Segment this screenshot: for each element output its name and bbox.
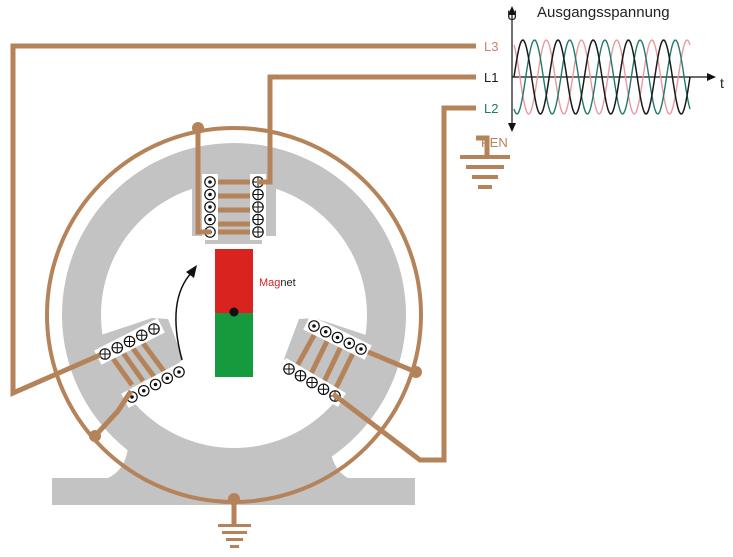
conductor-cross-icon: [283, 363, 295, 375]
conductor-cross-icon: [135, 329, 148, 342]
wire-pen: [476, 135, 490, 158]
conductor-dot-icon: [343, 337, 356, 350]
conductor-dot-icon: [137, 384, 150, 397]
conductor-dot-icon: [331, 331, 344, 344]
graph-y-label: U: [507, 7, 517, 23]
conductor-dot-icon: [204, 213, 216, 226]
rotor-axis: [229, 307, 239, 317]
conductor-strip-out: [303, 315, 372, 360]
wire-left-neutral: [93, 389, 134, 438]
conductor-strip-in: [94, 318, 165, 365]
conductor-strip-in: [278, 358, 346, 407]
conductor-dot-icon: [149, 378, 162, 391]
waveform-l1: [513, 39, 691, 115]
wire-l1: [257, 74, 476, 185]
wire-top-neutral: [195, 128, 211, 235]
conductor-cross-icon: [252, 213, 264, 226]
pen-ground-icon: [460, 155, 510, 189]
conductor-dot-icon: [319, 325, 332, 338]
conductor-cross-icon: [252, 226, 264, 238]
magnet-north-pole: [215, 249, 253, 313]
conductor-cross-icon: [252, 201, 264, 213]
wire-right-neutral: [367, 349, 417, 375]
conductor-cross-icon: [123, 335, 136, 348]
conductor-cross-icon: [317, 383, 330, 396]
conductor-cross-icon: [306, 376, 318, 389]
conductor-dot-icon: [308, 320, 320, 332]
rotation-arrow-icon: [175, 265, 197, 361]
conductor-cross-icon: [294, 369, 307, 382]
conductor-symbols: [94, 174, 372, 408]
conductor-dot-icon: [355, 343, 367, 355]
junction-nodes: [89, 122, 422, 505]
waveform-l2: [513, 39, 691, 115]
graph-title: Ausgangsspannung: [537, 4, 670, 21]
conductor-cross-icon: [148, 323, 160, 335]
graph-x-label: t: [720, 75, 724, 91]
label-pen: PEN: [481, 135, 508, 150]
conductor-dot-icon: [204, 188, 216, 201]
voltage-graph: U Ausgangsspannung t: [507, 4, 724, 132]
wire-l3: [10, 43, 476, 397]
coil-top: [214, 179, 257, 235]
label-l2: L2: [484, 101, 498, 116]
magnet-south-pole: [215, 313, 253, 377]
conductor-strip-out: [202, 174, 218, 240]
label-l3: L3: [484, 39, 498, 54]
magnet-label: Magnet: [259, 277, 296, 289]
wire-l2: [331, 105, 476, 463]
conductor-dot-icon: [204, 176, 216, 188]
label-l1: L1: [484, 70, 498, 85]
conductor-dot-icon: [204, 201, 216, 213]
waveform-l3: [513, 39, 691, 115]
conductor-dot-icon: [173, 366, 185, 378]
conductor-cross-icon: [99, 348, 111, 360]
ground-icon: [218, 524, 251, 548]
conductor-cross-icon: [111, 341, 124, 354]
conductor-cross-icon: [252, 188, 264, 201]
conductor-dot-icon: [161, 372, 174, 385]
